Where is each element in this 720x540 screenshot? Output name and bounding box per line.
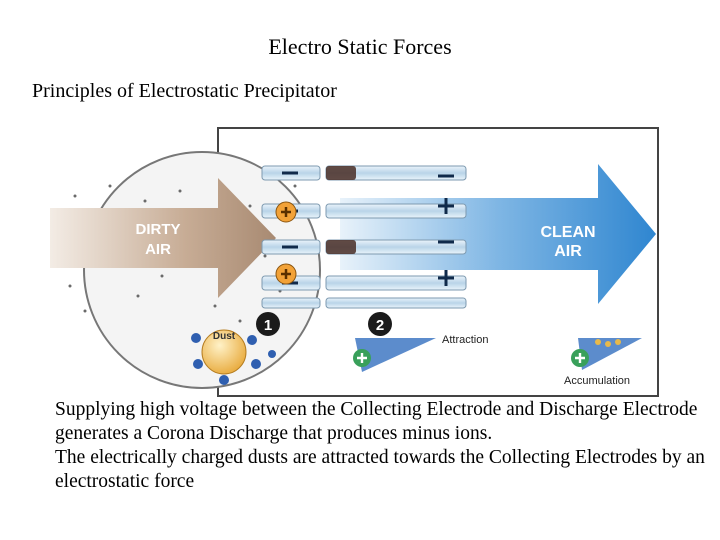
step-marker-1: 1 bbox=[256, 312, 280, 336]
charged-dust: Dust bbox=[191, 329, 276, 385]
clean-air-arrow bbox=[340, 164, 656, 304]
accumulation-label: Accumulation bbox=[564, 375, 630, 387]
attraction-label: Attraction bbox=[442, 334, 488, 346]
clean-air-label: CLEAN bbox=[540, 224, 595, 241]
dust-label: Dust bbox=[213, 331, 236, 342]
slide-subtitle: Principles of Electrostatic Precipitator bbox=[32, 80, 337, 102]
caption-paragraph-1: Supplying high voltage between the Colle… bbox=[55, 399, 698, 444]
esp-diagram: DIRTY AIR CLEAN AIR bbox=[50, 127, 659, 397]
attraction-plate: Attraction bbox=[353, 334, 488, 372]
collecting-electrodes bbox=[325, 165, 467, 309]
step-marker-2: 2 bbox=[368, 312, 392, 336]
caption: Supplying high voltage between the Colle… bbox=[55, 398, 705, 494]
svg-text:2: 2 bbox=[376, 317, 384, 334]
dirty-air-arrow bbox=[50, 178, 276, 298]
dirty-air-label: DIRTY bbox=[136, 221, 181, 238]
svg-text:AIR: AIR bbox=[145, 241, 171, 258]
svg-text:1: 1 bbox=[264, 317, 272, 334]
svg-text:AIR: AIR bbox=[554, 243, 582, 260]
plus-badges bbox=[275, 201, 297, 285]
caption-paragraph-2: The electrically charged dusts are attra… bbox=[55, 447, 705, 492]
slide-title: Electro Static Forces bbox=[268, 34, 452, 59]
accumulation-plate: Accumulation bbox=[564, 338, 642, 387]
